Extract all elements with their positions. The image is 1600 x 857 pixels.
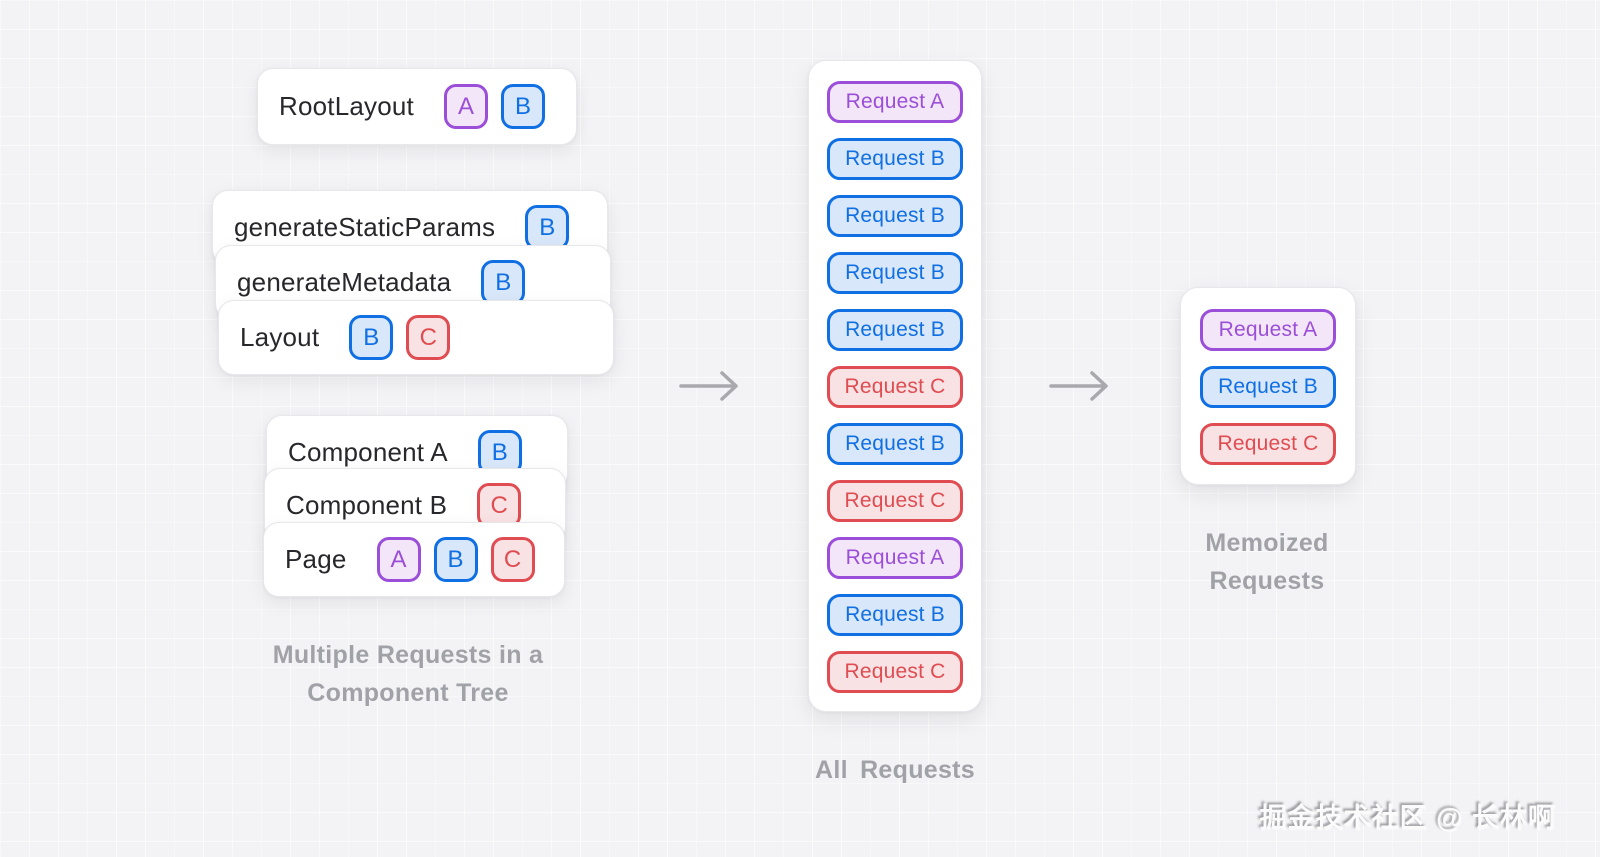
- request-badge-b: B: [500, 84, 545, 129]
- memoized-requests-caption: Memoized Requests: [1205, 529, 1329, 595]
- request-badge-b: B: [433, 537, 478, 582]
- component-card-label: Layout: [240, 322, 320, 352]
- request-pill: Request C: [827, 651, 963, 693]
- request-badge-a: A: [376, 537, 421, 582]
- request-badge-c: C: [490, 537, 535, 582]
- arrow-right-icon: [679, 371, 738, 401]
- request-pill: Request A: [1200, 309, 1336, 351]
- request-pill: Request B: [827, 309, 963, 351]
- request-pill: Request B: [827, 594, 963, 636]
- component-card-label: generateMetadata: [237, 267, 452, 297]
- request-badge-b: B: [481, 260, 526, 305]
- request-pill: Request C: [1200, 423, 1336, 465]
- request-badge-a: A: [443, 84, 488, 129]
- request-badge-c: C: [406, 315, 451, 360]
- request-pill: Request B: [827, 138, 963, 180]
- memoized-requests-card: Request A Request B Request C: [1180, 287, 1356, 485]
- component-card-label: RootLayout: [279, 91, 414, 121]
- all-requests-card: Request A Request B Request B Request B Requ…: [808, 60, 982, 712]
- component-card-label: Component B: [286, 490, 448, 520]
- component-tree-caption: Multiple Requests in a Component Tree: [272, 641, 544, 707]
- all-requests-caption: All Requests: [814, 756, 976, 784]
- request-badge-b: B: [525, 205, 570, 250]
- component-card-label: generateStaticParams: [234, 212, 496, 242]
- arrow-right-icon: [1049, 371, 1108, 401]
- request-pill: Request B: [827, 252, 963, 294]
- component-card-label: Component A: [288, 437, 448, 467]
- component-card-label: Page: [285, 544, 347, 574]
- request-badge-b: B: [349, 315, 394, 360]
- request-pill: Request C: [827, 480, 963, 522]
- request-pill: Request A: [827, 81, 963, 123]
- request-pill: Request A: [827, 537, 963, 579]
- request-pill: Request B: [827, 195, 963, 237]
- watermark: 掘金技术社区 @ 长林啊: [1259, 803, 1556, 833]
- request-pill: Request B: [827, 423, 963, 465]
- request-pill: Request B: [1200, 366, 1336, 408]
- request-pill: Request C: [827, 366, 963, 408]
